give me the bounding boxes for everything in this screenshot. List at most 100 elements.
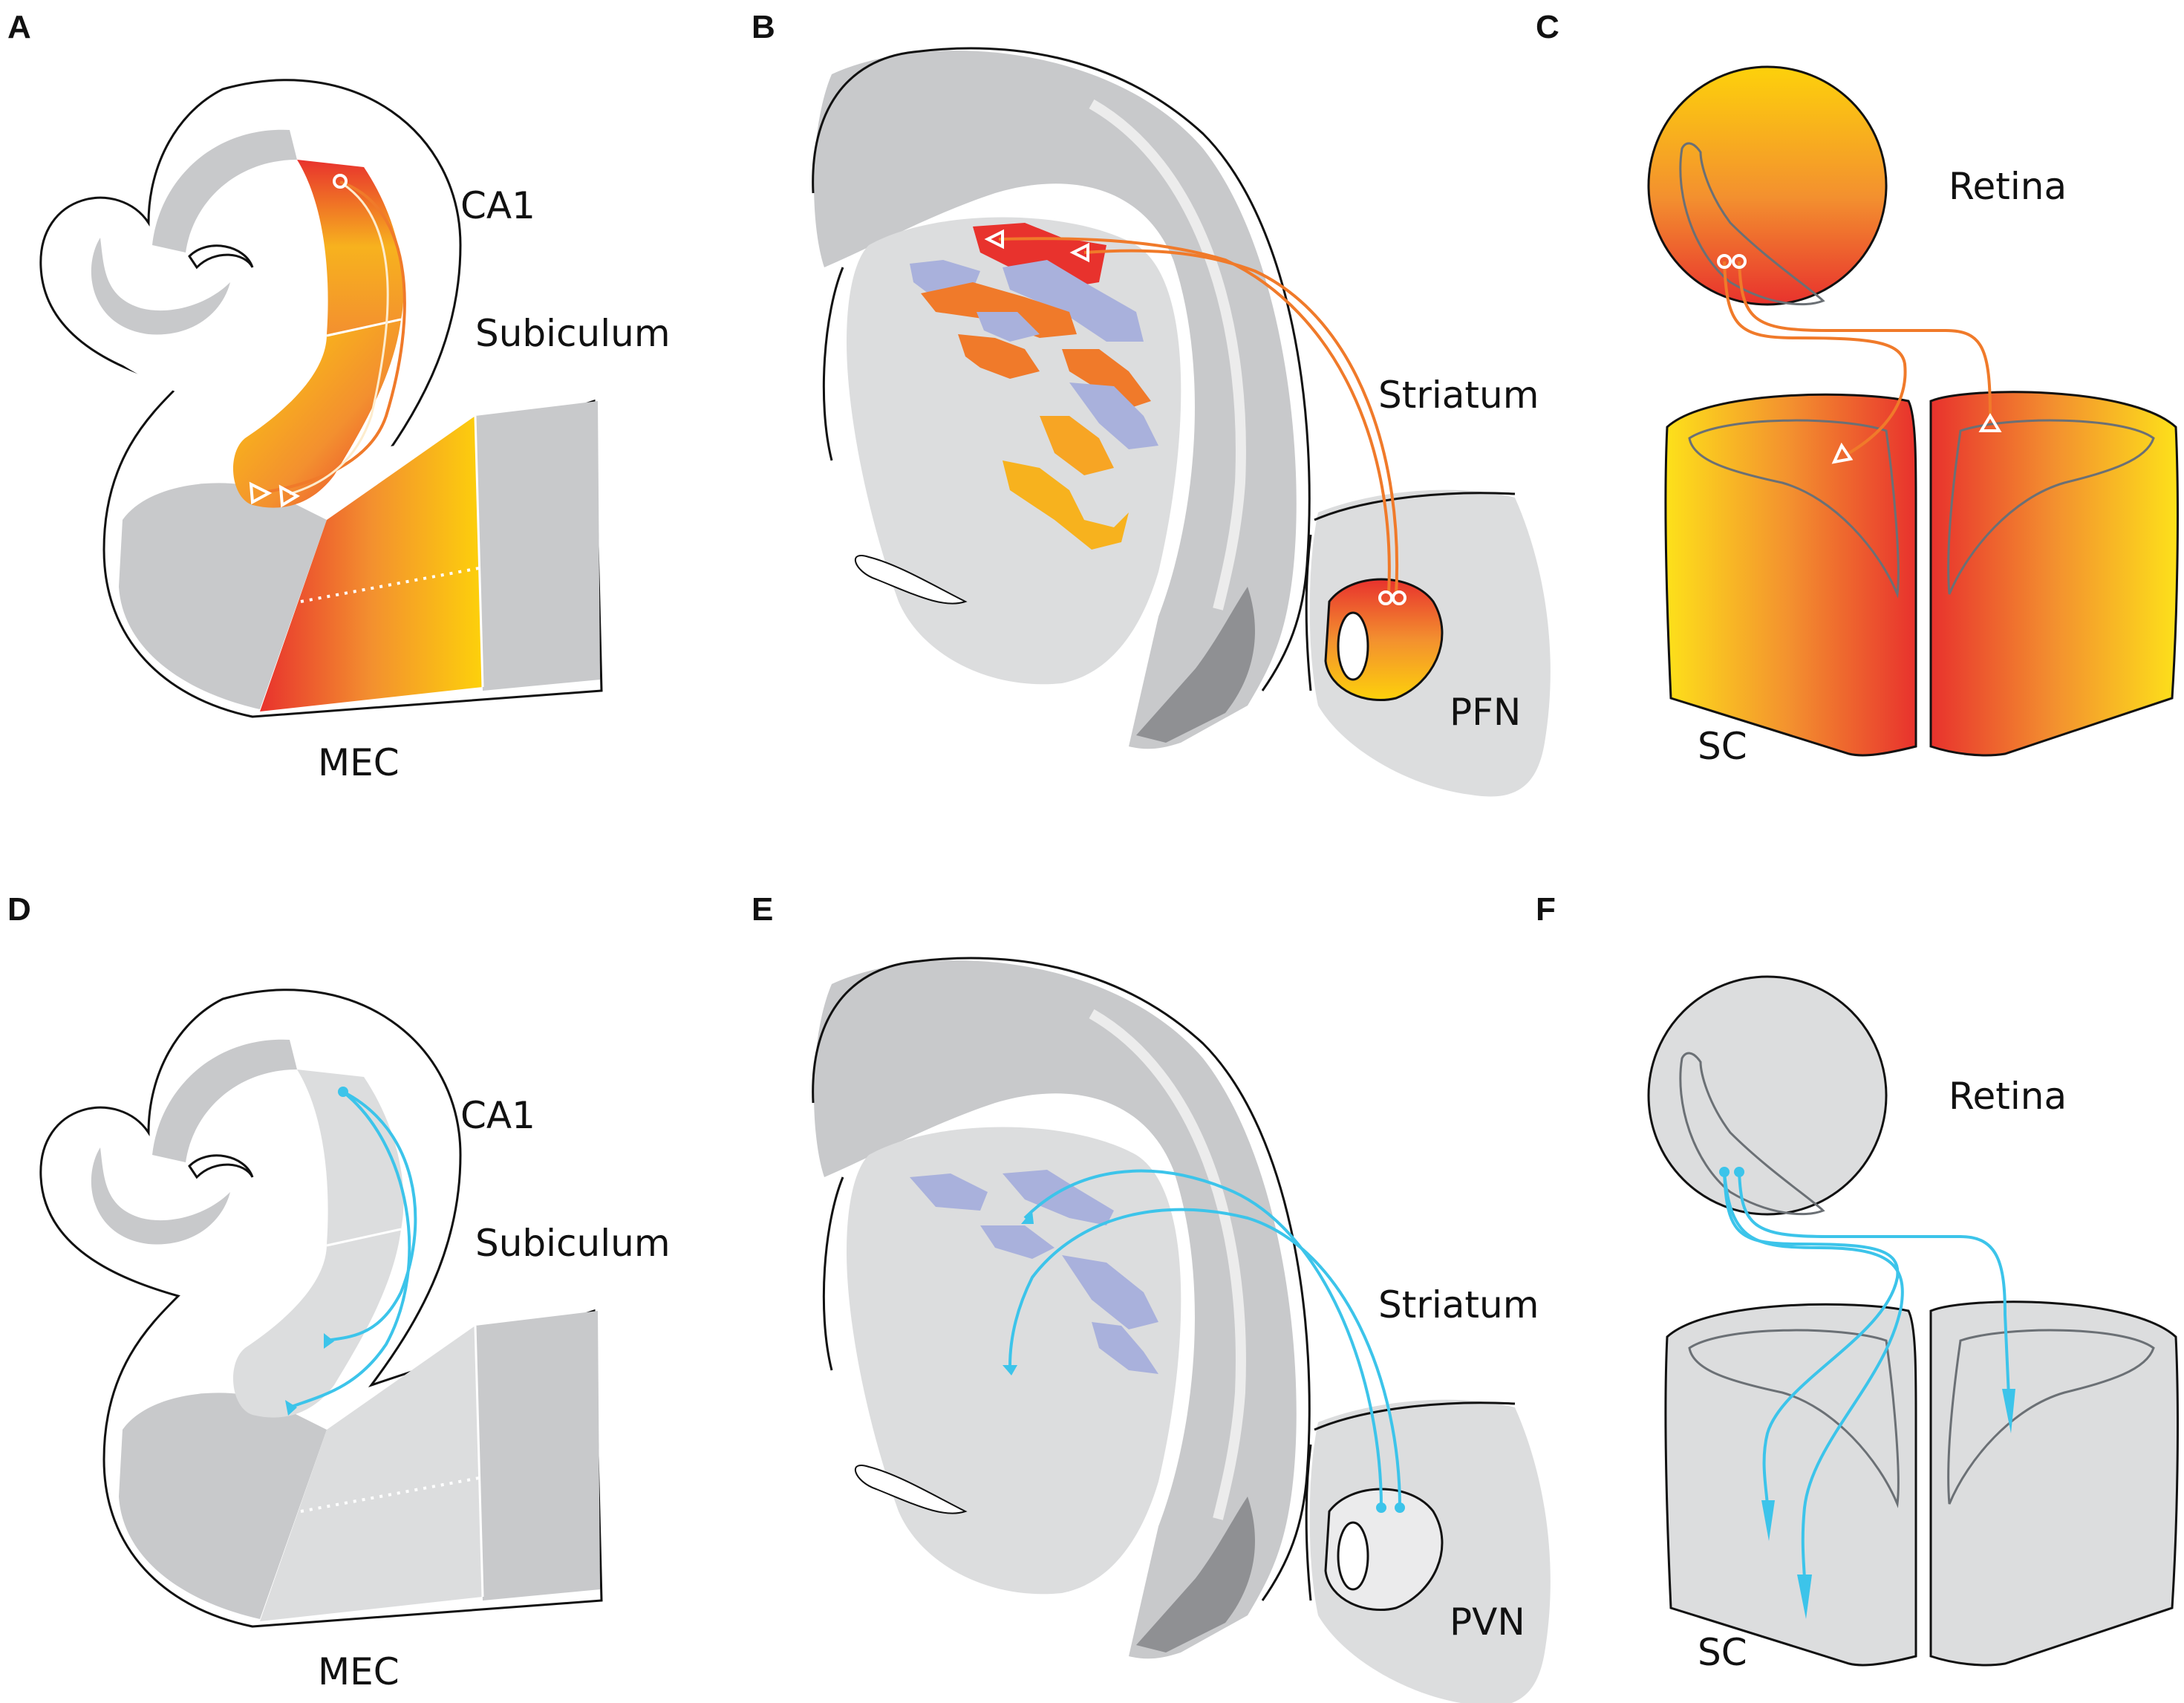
panel-c-soma-1-icon: [1717, 254, 1732, 269]
panel-c-terminal-1-icon: [1831, 442, 1854, 464]
panel-c-axon-left: [1723, 261, 1907, 455]
panel-f-sc-left-contour: [1688, 1329, 1900, 1508]
panel-d-dentate-gyrus: [91, 1147, 230, 1245]
panel-b-patch-orange-1: [921, 282, 1077, 338]
panel-e-terminal-2-icon: [1003, 1365, 1017, 1375]
panel-f-retinotopy: [1647, 975, 2179, 1667]
panel-d-parahippocampal-gray: [119, 1393, 327, 1619]
panel-a-ca1-sub-border: [326, 318, 402, 337]
panel-a-ca1-label: CA1: [460, 184, 535, 227]
panel-e-patch-blue-4: [1062, 1255, 1158, 1329]
panel-b-patch-orange-4: [1040, 416, 1114, 475]
panel-e-nucleus-label: PVN: [1450, 1601, 1525, 1644]
panel-e-terminal-1-icon: [1021, 1211, 1034, 1224]
panel-d-subiculum-band: [232, 1229, 401, 1418]
panel-c-sc-right-contour: [1947, 419, 2155, 595]
panel-c-sc-left-lobe: [1664, 393, 1917, 757]
panel-c-sc-left-contour: [1688, 419, 1900, 599]
panel-c-soma-2-icon: [1732, 254, 1747, 269]
panel-e-patch-blue-3: [980, 1225, 1054, 1259]
panel-b-axon-2: [1083, 249, 1399, 595]
panel-b-patch-orange-5: [1003, 460, 1129, 550]
panel-e-ventricle: [854, 1465, 968, 1514]
panel-d-lec-gray: [475, 1311, 600, 1601]
panel-a-dg-outline: [188, 244, 254, 270]
panel-a-letter: A: [7, 9, 31, 45]
panel-f-sc-right-contour: [1947, 1329, 2155, 1505]
panel-f-retina-disc: [1647, 975, 1888, 1216]
panel-f-sc-label: SC: [1698, 1631, 1747, 1674]
panel-b-patch-blue-4: [1069, 382, 1158, 449]
panel-f-terminal-1-icon: [1761, 1500, 1775, 1541]
panel-c-terminal-2-icon: [1978, 413, 2002, 432]
panel-a-mec-gradient: [260, 416, 483, 712]
panel-d-terminal-1-icon: [324, 1333, 334, 1349]
panel-a-axon-1: [267, 180, 406, 493]
panel-c-retina-disc: [1647, 65, 1888, 306]
panel-b-terminal-2-icon: [1069, 242, 1089, 263]
panel-f-terminal-2-icon: [1797, 1575, 1812, 1619]
panel-d-ca1-sub-border: [326, 1228, 402, 1247]
panel-a-mec-label: MEC: [318, 741, 400, 784]
panel-e-striatum-label: Striatum: [1378, 1283, 1539, 1326]
panel-b-patch-orange-2: [958, 334, 1040, 379]
panel-d-subiculum-label: Subiculum: [475, 1222, 671, 1265]
panel-f-sc-left-lobe: [1664, 1303, 1917, 1667]
panel-f-retina-label: Retina: [1949, 1075, 2067, 1118]
panel-a-mec-lec-border: [474, 415, 484, 688]
panel-a-parahippocampal-gray: [119, 483, 327, 709]
panel-a-subiculum-label: Subiculum: [475, 312, 671, 355]
panel-e-letter: E: [752, 891, 774, 928]
panel-b-axon-1: [998, 237, 1391, 595]
panel-b-ventricle: [854, 555, 968, 605]
panel-d-letter: D: [7, 891, 31, 928]
panel-d-ca1-band: [297, 1069, 404, 1244]
panel-e-striatum: [847, 1127, 1181, 1595]
panel-e-patch-blue-5: [1092, 1322, 1158, 1374]
panel-a-ca1-band: [297, 160, 404, 334]
panel-f-sc-right-lobe: [1929, 1300, 2179, 1667]
panel-b-fasciculus: [1337, 611, 1369, 681]
panel-c-sc-label: SC: [1698, 725, 1747, 768]
panel-e-thalamus-outline: [1305, 1401, 1516, 1601]
panel-e-fasciculus: [1337, 1521, 1369, 1591]
panel-b-patch-orange-3: [1062, 349, 1151, 408]
panel-a-hippocampus: [39, 79, 603, 718]
panel-a-soma-icon: [333, 174, 348, 189]
panel-f-terminal-3-icon: [2002, 1389, 2015, 1433]
panel-f-soma-2-icon: [1734, 1167, 1744, 1177]
panel-d-soma-icon: [338, 1087, 348, 1097]
panel-f-retina-contour: [1679, 1052, 1825, 1216]
panel-a-terminal-1-icon: [249, 481, 273, 505]
panel-b-brain-section: [812, 47, 1551, 797]
panel-e-axon-1: [1023, 1169, 1383, 1508]
panel-f-soma-1-icon: [1719, 1167, 1730, 1177]
panel-a-lec-gray: [475, 401, 600, 691]
panel-c-retina-contour: [1679, 142, 1825, 306]
panel-e-axon-2: [1008, 1208, 1401, 1508]
panel-f-axon-3: [1738, 1171, 2010, 1397]
panel-b-dark-band: [1136, 587, 1255, 743]
panel-e-soma-1-icon: [1376, 1502, 1386, 1513]
panel-a-terminal-2-icon: [278, 484, 301, 508]
panel-e-brain-section: [812, 957, 1551, 1703]
panel-d-mec-layer-border: [300, 1476, 480, 1513]
panel-b-soma-2-icon: [1392, 590, 1406, 605]
panel-b-thalamus-outline: [1305, 492, 1516, 691]
panel-d-terminal-2-icon: [285, 1400, 297, 1416]
panel-c-letter: C: [1536, 9, 1559, 45]
panel-b-white-matter-stripe: [1089, 99, 1246, 610]
panel-b-patch-blue-2: [1003, 260, 1144, 342]
panel-d-hippocampus: [39, 989, 603, 1628]
panel-c-retinotopy: [1647, 65, 2179, 757]
panel-b-lateral-outline: [822, 267, 844, 461]
panel-b-cortex: [814, 51, 1297, 749]
panel-b-nucleus-label: PFN: [1450, 691, 1522, 734]
panel-b-striatum-label: Striatum: [1378, 374, 1539, 417]
panel-e-lateral-outline: [822, 1176, 844, 1371]
panel-d-mec-region: [260, 1326, 483, 1621]
panel-d-ca3-band: [152, 1039, 297, 1162]
panel-f-letter: F: [1536, 891, 1556, 928]
panel-c-axon-right: [1738, 261, 1992, 417]
